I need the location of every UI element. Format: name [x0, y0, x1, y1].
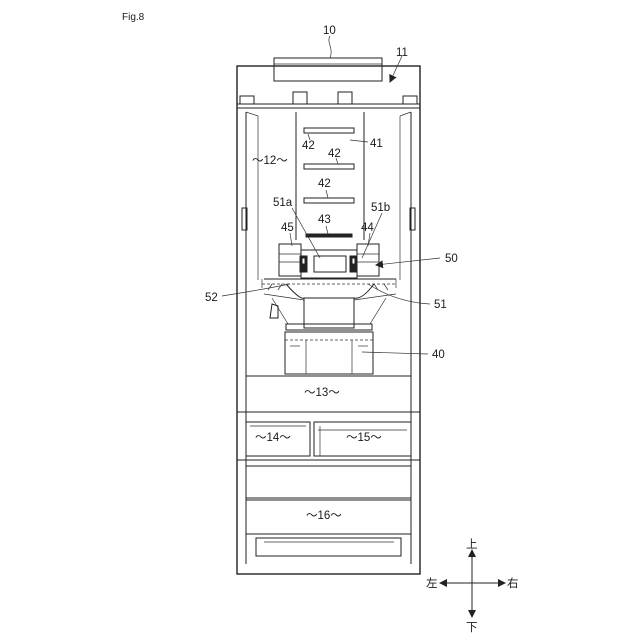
leader-10	[329, 36, 331, 58]
leader-11	[390, 56, 402, 82]
label-14: ～14～	[255, 432, 291, 444]
label-42-top: 42	[302, 140, 315, 152]
label-45: 45	[281, 222, 294, 234]
direction-indicator	[440, 550, 505, 617]
leader-41	[350, 140, 368, 142]
label-40: 40	[432, 349, 445, 361]
direction-down: 下	[466, 622, 478, 634]
label-52: 52	[205, 292, 218, 304]
ice-bin-40	[285, 332, 373, 374]
label-44: 44	[361, 222, 374, 234]
ice-maker-unit-50	[262, 244, 396, 290]
direction-up: 上	[466, 538, 478, 551]
figure-title: Fig.8	[122, 12, 145, 23]
label-15: ～15～	[346, 432, 382, 444]
label-12: ～12～	[252, 155, 288, 167]
direction-left: 左	[426, 576, 438, 590]
label-11: 11	[396, 47, 408, 59]
direction-right: 右	[507, 576, 519, 590]
label-51b: 51b	[371, 202, 390, 214]
label-13: ～13～	[304, 387, 340, 399]
leader-50	[376, 258, 440, 265]
top-unit-10	[274, 58, 382, 81]
label-42-middle: 42	[328, 148, 341, 160]
label-41: 41	[370, 138, 383, 150]
leader-40	[362, 352, 428, 354]
chute-51	[264, 284, 396, 330]
label-16: ～16～	[306, 510, 342, 522]
leader-52	[222, 284, 290, 296]
label-51: 51	[434, 299, 447, 311]
leader-51	[368, 284, 430, 304]
label-42-bottom: 42	[318, 178, 331, 190]
leader-42-bottom	[326, 190, 328, 198]
label-10: 10	[323, 25, 336, 37]
label-51a: 51a	[273, 197, 293, 209]
leader-43	[326, 226, 328, 234]
label-43: 43	[318, 214, 331, 226]
label-50: 50	[445, 253, 458, 265]
